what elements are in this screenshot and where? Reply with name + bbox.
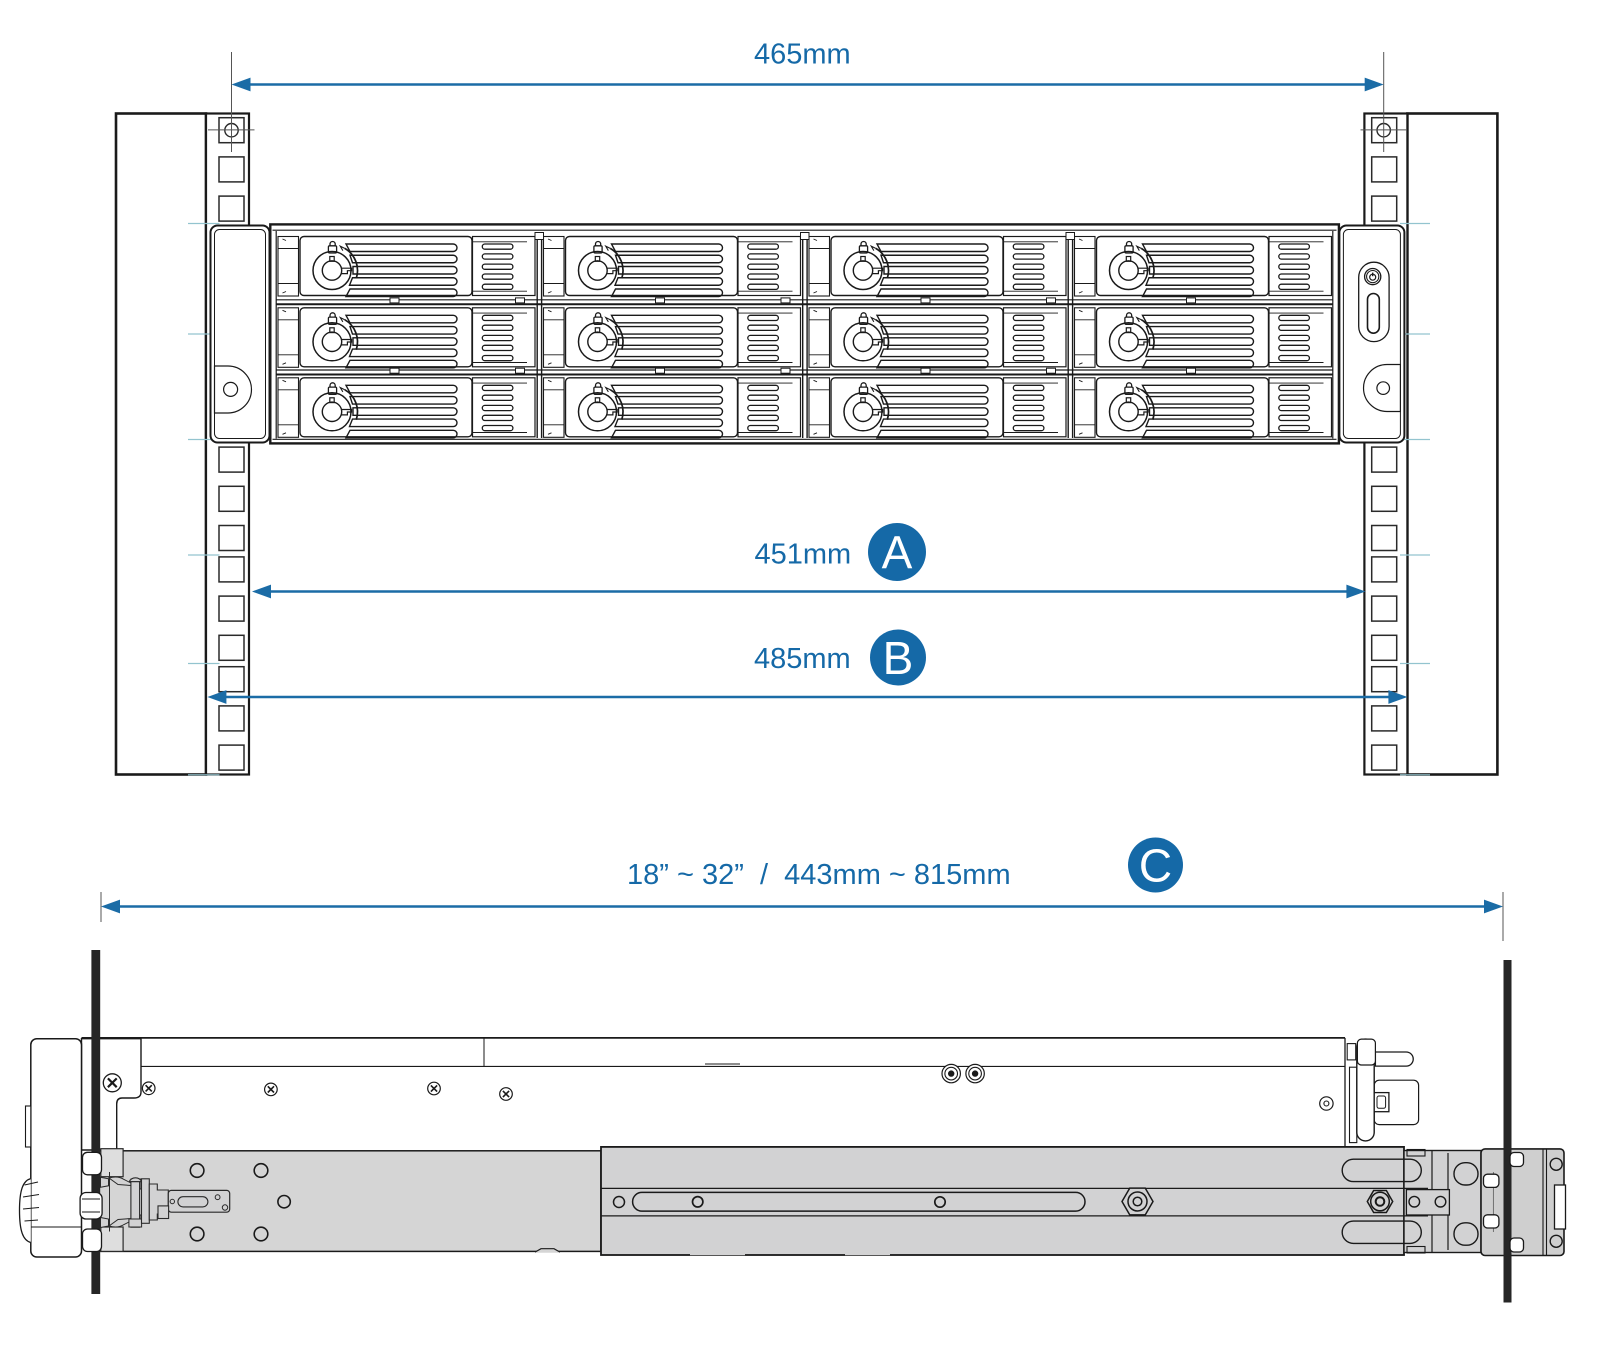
svg-text:A: A [882, 527, 913, 579]
svg-text:C: C [1139, 840, 1172, 892]
svg-text:18” ~ 32” / 443mm ~ 815mm: 18” ~ 32” / 443mm ~ 815mm [627, 859, 1011, 891]
svg-text:451mm: 451mm [755, 539, 852, 571]
svg-text:B: B [883, 632, 914, 684]
svg-text:485mm: 485mm [754, 643, 851, 675]
svg-text:465mm: 465mm [754, 39, 851, 71]
